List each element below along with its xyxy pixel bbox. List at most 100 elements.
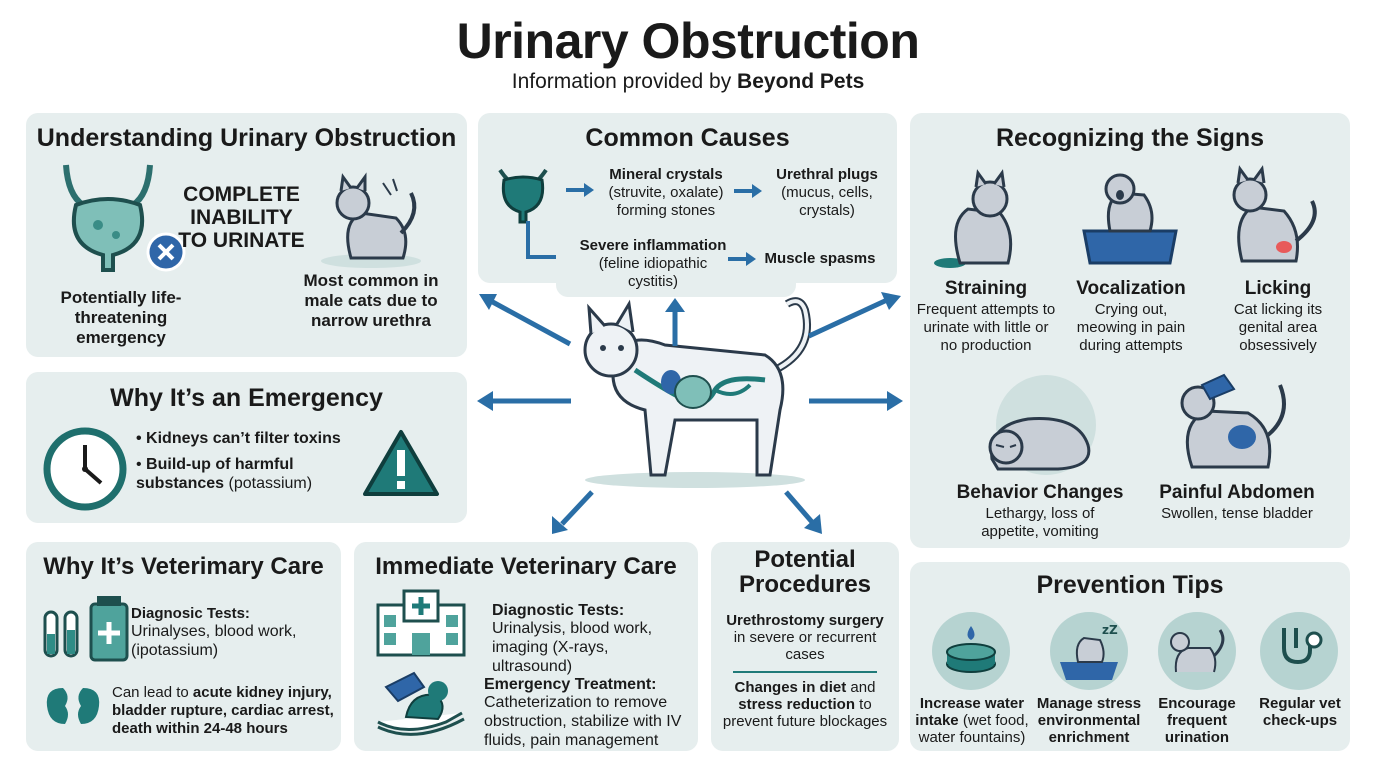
- sign-2-text: Crying out, meowing in pain during attem…: [1076, 301, 1186, 354]
- arrow-to-signs-top: [807, 292, 901, 339]
- emergency-bullet-2-bold: Build-up of harmful substances: [136, 456, 294, 492]
- arrow-to-immediate-care: [552, 490, 594, 534]
- procedures-item-2-bold-a: Changes in diet: [734, 679, 847, 696]
- immediate-title: Immediate Veterinary Care: [375, 553, 677, 580]
- procedures-item-1-bold: Urethrostomy surgery: [726, 612, 884, 629]
- procedures-item-2-bold-b: stress reduction: [738, 696, 856, 713]
- warning-icon: [363, 430, 439, 496]
- sign-2-label: Vocalization: [1076, 278, 1186, 299]
- immediate-diag-label: Diagnostic Tests:: [492, 602, 625, 619]
- understanding-title: Understanding Urinary Obstruction: [36, 124, 457, 152]
- causes-item-1-rest: (struvite, oxalate) forming stones: [608, 184, 724, 219]
- why-care-title: Why It’s Veterimary Care: [43, 553, 324, 580]
- sign-3-text: Cat licking its genital area obsessively: [1233, 301, 1323, 354]
- sign-3-label: Licking: [1244, 278, 1312, 299]
- arrow-right-icon: [728, 252, 756, 266]
- understanding-left-caption: Potentially life-threatening emergency: [60, 288, 182, 347]
- why-care-diag-text: Urinalyses, blood work, (ipotassium): [131, 623, 297, 659]
- water-bowl-icon: [932, 612, 1010, 690]
- procedures-item-2-rest: to prevent future blockages: [722, 696, 888, 730]
- procedures-item-1-rest: in severe or recurrent cases: [733, 629, 877, 663]
- arrow-to-understanding: [479, 294, 572, 347]
- stethoscope-icon: [1260, 612, 1338, 690]
- why-care-lead-prefix: Can lead to: [112, 684, 193, 701]
- arrow-right-icon: [734, 184, 762, 198]
- cat-licking-icon: [1232, 165, 1317, 263]
- test-tubes-icon: [43, 596, 129, 662]
- procedures-divider: [733, 671, 877, 673]
- causes-item-1: Mineral crystals(struvite, oxalate) form…: [596, 166, 736, 220]
- why-care-lead-bold: acute kidney injury, bladder rupture, ca…: [112, 684, 334, 737]
- sign-1-label: Straining: [944, 278, 1028, 299]
- cat-litter-box-icon: [1082, 173, 1178, 265]
- emergency-bullet-1-text: Kidneys can’t filter toxins: [146, 430, 341, 447]
- hospital-icon: [376, 589, 466, 657]
- causes-item-2-bold: Urethral plugs: [776, 166, 878, 183]
- panel-understanding: Understanding Urinary Obstruction COMPLE…: [26, 113, 467, 357]
- causes-item-2-rest: (mucus, cells, crystals): [781, 184, 873, 219]
- sign-4-text: Lethargy, loss of appetite, vomiting: [981, 505, 1099, 540]
- understanding-right-caption: Most common in male cats due to narrow u…: [303, 271, 439, 330]
- panel-signs: Recognizing the Signs Straining Frequent…: [910, 113, 1350, 548]
- emergency-bullet-2-rest: (potassium): [224, 475, 313, 492]
- panel-prevention: Prevention Tips Increase water intake (w…: [910, 562, 1350, 751]
- prevention-item-2: Manage stress environmental enrichment: [1036, 695, 1142, 746]
- emergency-bullet-1: • Kidneys can’t filter toxins: [136, 430, 341, 447]
- why-care-diag-label: Diagnosic Tests:: [131, 605, 250, 622]
- prevention-item-1-rest: (wet food, water fountains): [918, 712, 1029, 746]
- signs-title: Recognizing the Signs: [995, 124, 1265, 152]
- arrow-to-causes: [665, 298, 685, 346]
- subtitle: Information provided by Beyond Pets: [0, 70, 1376, 94]
- causes-item-2: Urethral plugs(mucus, cells, crystals): [768, 166, 886, 220]
- main-title: Urinary Obstruction: [456, 13, 920, 69]
- svg-text:zZ: zZ: [1102, 623, 1118, 637]
- arrow-to-procedures: [784, 490, 822, 534]
- procedures-title: Potential Procedures: [738, 546, 872, 598]
- sign-1-text: Frequent attempts to urinate with little…: [916, 301, 1056, 354]
- causes-item-1-bold: Mineral crystals: [609, 166, 723, 183]
- prevention-item-1: Increase water intake (wet food, water f…: [912, 695, 1032, 746]
- panel-why-care: Why It’s Veterimary Care Diagnosic Tests…: [26, 542, 341, 751]
- procedures-item-2: Changes in diet and stress reduction to …: [717, 679, 893, 730]
- clock-icon: [43, 427, 127, 511]
- emergency-bullet-2: • Build-up of harmful substances (potass…: [136, 456, 313, 492]
- central-cat-illustration: [583, 297, 811, 488]
- causes-item-4: Muscle spasms: [764, 250, 876, 267]
- bladder-blocked-icon: [63, 164, 186, 272]
- cat-painful-abdomen-icon: [1180, 373, 1286, 469]
- procedures-item-2-mid: and: [846, 679, 876, 696]
- cat-straining-icon: [321, 172, 421, 268]
- why-care-lead: Can lead to acute kidney injury, bladder…: [112, 684, 337, 738]
- immediate-treat-label: Emergency Treatment:: [484, 676, 657, 693]
- cat-walking-icon: [1158, 612, 1236, 690]
- subtitle-brand: Beyond Pets: [737, 70, 865, 93]
- understanding-headline: COMPLETE INABILITY TO URINATE: [178, 183, 305, 252]
- immediate-treat-text: Catheterization to remove obstruction, s…: [484, 694, 682, 749]
- panel-immediate-care: Immediate Veterinary Care Diagnostic Tes…: [354, 542, 698, 751]
- causes-item-3-bold: Severe inflammation: [579, 237, 727, 254]
- panel-causes: Common Causes Mineral crystals(struvite,…: [478, 113, 897, 297]
- causes-bottom-tab: [556, 231, 796, 297]
- arrow-to-signs-mid: [809, 391, 903, 411]
- arrow-right-icon: [566, 183, 594, 197]
- hands-cat-icon: [377, 671, 465, 736]
- prevention-title: Prevention Tips: [1036, 571, 1224, 599]
- cat-sleeping-icon: [988, 375, 1096, 475]
- causes-item-3: Severe inflammation(feline idiopathic cy…: [576, 237, 730, 291]
- cat-litter-icon: zZ: [1050, 612, 1128, 690]
- bladder-icon: [498, 168, 548, 224]
- panel-emergency: Why It’s an Emergency • Kidneys can’t fi…: [26, 372, 467, 523]
- causes-title: Common Causes: [585, 124, 790, 152]
- cat-straining-icon: [934, 169, 1013, 268]
- emergency-title: Why It’s an Emergency: [110, 384, 383, 412]
- prevention-item-1-bold: Increase water intake: [915, 695, 1025, 729]
- arrow-to-emergency: [477, 391, 571, 411]
- kidneys-icon: [46, 688, 100, 724]
- sign-5-label: Painful Abdomen: [1159, 482, 1315, 503]
- immediate-diag-text: Urinalysis, blood work, imaging (X-rays,…: [492, 620, 653, 675]
- subtitle-prefix: Information provided by: [511, 70, 738, 93]
- sign-5-text: Swollen, tense bladder: [1161, 505, 1313, 522]
- causes-item-3-rest: (feline idiopathic cystitis): [598, 255, 708, 290]
- sign-4-label: Behavior Changes: [956, 482, 1124, 503]
